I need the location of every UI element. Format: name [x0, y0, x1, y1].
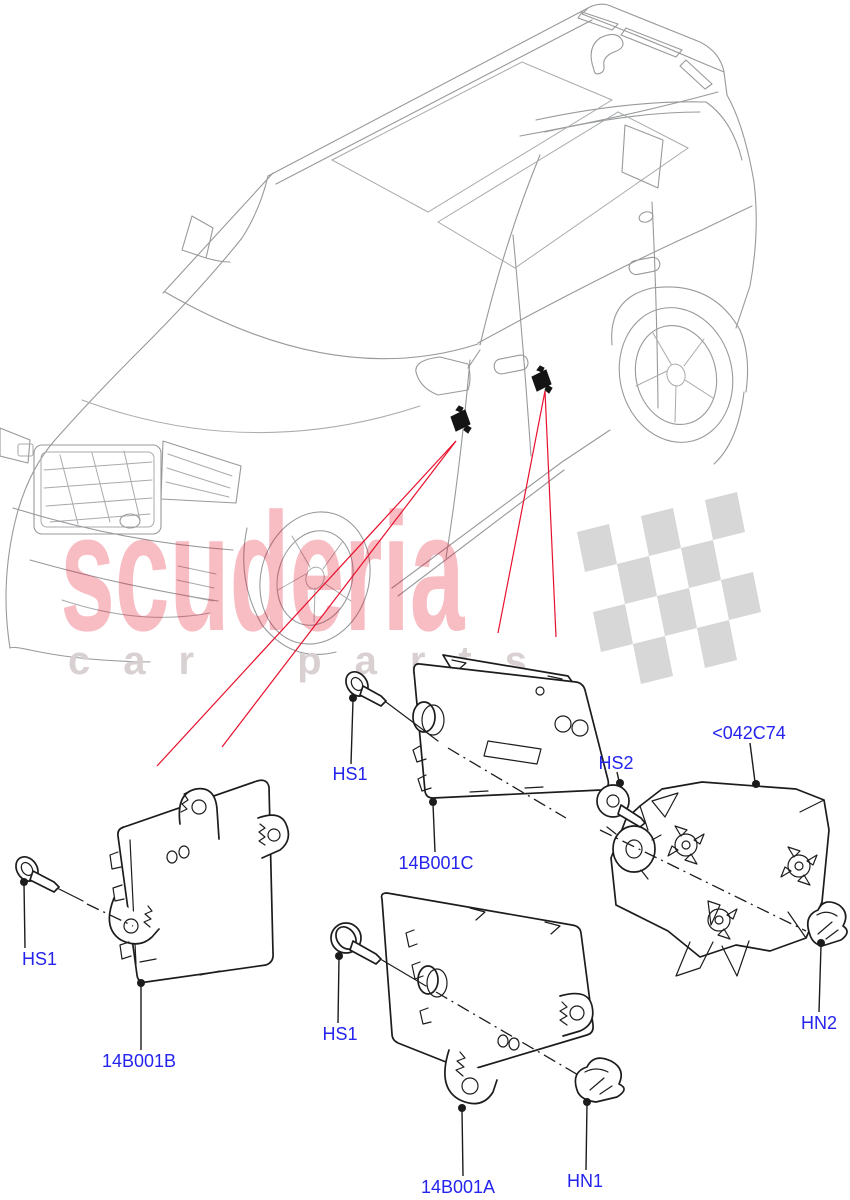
callout-14b001a[interactable]: 14B001A [421, 1177, 495, 1197]
front-wheel [259, 511, 371, 645]
screw-hs1-mid[interactable] [330, 922, 382, 965]
callout-hn1[interactable]: HN1 [567, 1171, 603, 1191]
screw-hs2[interactable] [596, 784, 646, 828]
part-drawing-14B001C[interactable] [412, 654, 610, 799]
nut-hn1[interactable] [574, 1057, 625, 1103]
vehicle-drawing [0, 3, 757, 663]
callout-14b001c[interactable]: 14B001C [398, 853, 473, 873]
callout-hs1-mid[interactable]: HS1 [322, 1024, 357, 1044]
screw-hs1-top[interactable] [341, 668, 387, 707]
part-drawing-14B001A[interactable] [380, 892, 594, 1105]
screw-hs1-left[interactable] [11, 853, 60, 893]
callout-hs1-top[interactable]: HS1 [332, 764, 367, 784]
front-door-module-marker[interactable] [450, 405, 472, 434]
callout-042c74[interactable]: <042C74 [712, 723, 786, 743]
brand-watermark: scuderia car parts [60, 479, 527, 683]
washer-hs2[interactable] [606, 825, 662, 880]
callout-hs2[interactable]: HS2 [598, 753, 633, 773]
callout-leaders [20, 694, 825, 1177]
front-grille [33, 444, 162, 535]
location-pointer-lines [156, 390, 557, 767]
callout-hs1-left[interactable]: HS1 [22, 949, 57, 969]
checkered-flag-watermark [577, 492, 761, 684]
rear-door-module-marker[interactable] [531, 365, 553, 394]
watermark-brand-text: scuderia [60, 479, 465, 667]
part-drawing-14B001B[interactable] [108, 779, 290, 983]
callout-hn2[interactable]: HN2 [801, 1013, 837, 1033]
rear-wheel [618, 307, 734, 443]
callout-14b001b[interactable]: 14B001B [102, 1051, 176, 1071]
part-drawing-042C74[interactable] [606, 781, 830, 977]
